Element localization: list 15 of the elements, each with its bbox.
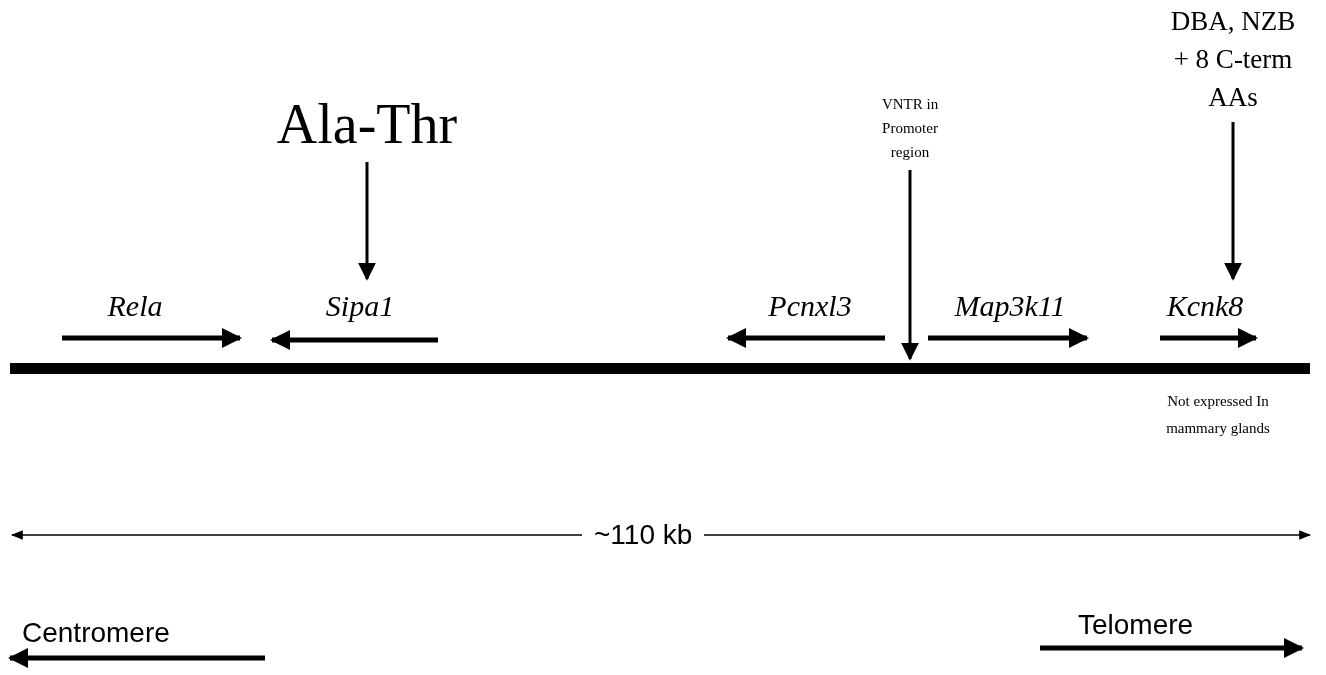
centromere-label: Centromere [22, 616, 170, 650]
gene-name: Sipa1 [290, 283, 430, 328]
gene-name: Rela [106, 288, 164, 324]
arrow [358, 162, 376, 281]
annotation-text: DBA, NZB + 8 C-term AAs [1163, 2, 1303, 116]
annotation-text: Ala-Thr [237, 92, 497, 156]
annotation-text: VNTR in Promoter region [862, 92, 958, 164]
gene-name: Kcnk8 [1140, 283, 1270, 328]
expression-note: Not expressed In mammary glands [1165, 392, 1271, 438]
chromosome-bar [10, 363, 1310, 374]
arrow [1224, 122, 1242, 281]
gene-name: Pcnxl3 [767, 288, 853, 324]
telomere-label: Telomere [1078, 608, 1194, 642]
gene-name: Map3k11 [953, 288, 1067, 324]
arrow [901, 170, 919, 361]
